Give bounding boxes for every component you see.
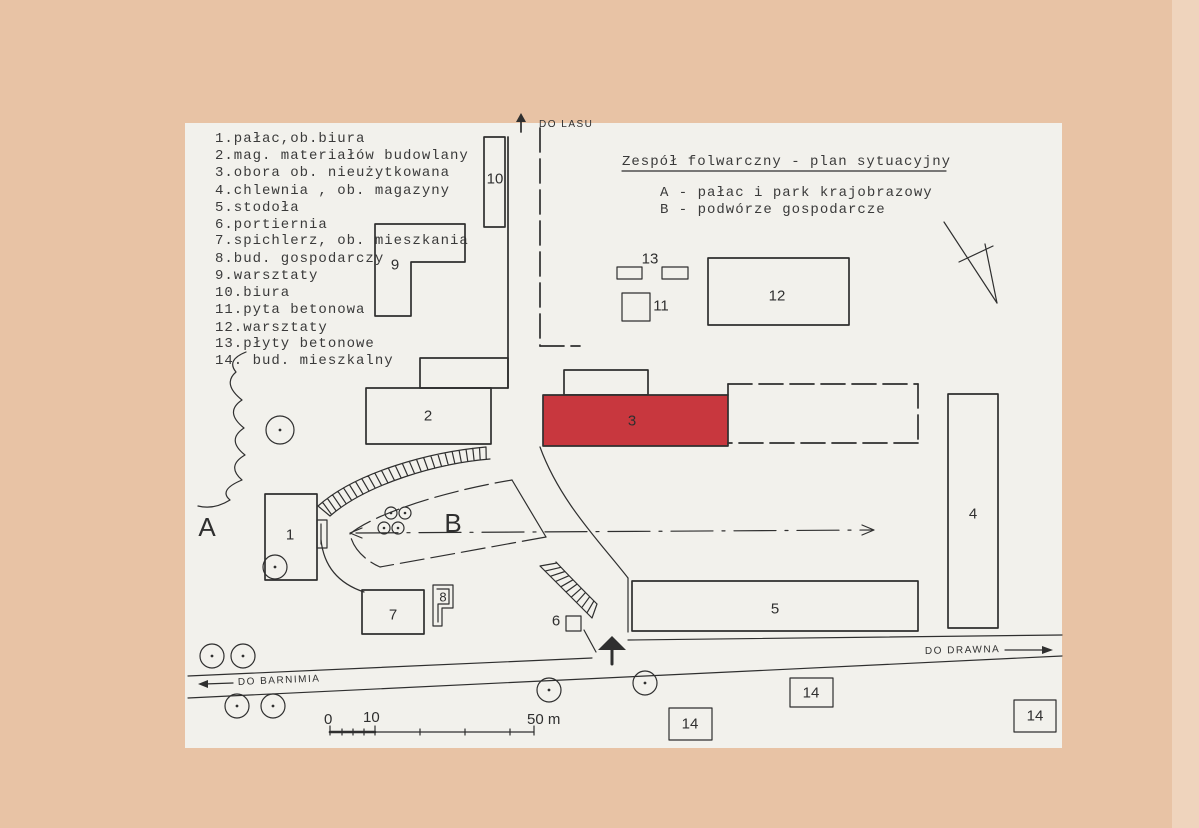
building-number: 14 (1027, 708, 1044, 725)
legend-item: 1.pałac,ob.biura (215, 131, 365, 147)
legend-item: 7.spichlerz, ob. mieszkania (215, 233, 469, 249)
building-number: 14 (682, 716, 699, 733)
building-2: 2 (365, 357, 509, 445)
north-arrow-icon (943, 221, 998, 304)
trees (199, 415, 658, 719)
tree-cluster (377, 506, 412, 535)
courtyard-axis (349, 524, 875, 539)
legend-item: 2.mag. materiałów budowlany (215, 148, 469, 164)
direction-drawno: DO DRAWNA (925, 644, 1053, 657)
dashed-building-outline (727, 383, 919, 444)
tree-icon (230, 643, 256, 669)
building-number: 7 (389, 607, 397, 624)
building-number: 13 (642, 251, 659, 268)
legend-item: 14. bud. mieszkalny (215, 353, 394, 369)
legend-item: 6.portiernia (215, 217, 328, 233)
title-block: Zespół folwarczny - plan sytuacyjny A - … (621, 154, 951, 218)
entrance-arrow-icon (598, 636, 626, 666)
legend-item: 13.płyty betonowe (215, 336, 375, 352)
building-number: 5 (771, 601, 779, 618)
building-14: 14 (668, 707, 713, 741)
cardboard-edge (1172, 0, 1199, 828)
tree-icon (265, 415, 295, 445)
courtyard-road-edge (320, 539, 365, 593)
direction-label-barnim: DO BARNIMIA (238, 673, 321, 688)
legend-item: 12.warsztaty (215, 320, 328, 336)
scale-label-zero: 0 (324, 711, 332, 728)
plan-title: Zespół folwarczny - plan sytuacyjny (622, 154, 951, 170)
zone-b-description: B - podwórze gospodarcze (660, 202, 886, 218)
courtyard-b: B (349, 479, 547, 568)
scale-bar: 0 10 50 m (324, 709, 560, 736)
building-number: 14 (803, 685, 820, 702)
building-5: 5 (631, 580, 919, 632)
legend-item: 11.pyta betonowa (215, 302, 365, 318)
building-10: 10 (483, 136, 506, 228)
legend-item: 9.warsztaty (215, 268, 318, 284)
legend-item: 3.obora ob. nieużytkowana (215, 165, 450, 181)
building-number: 8 (439, 590, 446, 605)
legend: 1.pałac,ob.biura 2.mag. materiałów budow… (215, 131, 469, 369)
building-7: 7 (361, 589, 425, 635)
building-8: 8 (432, 584, 454, 627)
building-13: 13 (616, 251, 689, 280)
building-14: 14 (789, 677, 834, 708)
building-number: 2 (424, 408, 432, 425)
entry-road (539, 446, 629, 653)
zone-letter-a: A (198, 512, 216, 542)
scale-label-fifty: 50 m (527, 711, 560, 728)
park-a: A (197, 351, 247, 542)
tree-icon (262, 554, 288, 580)
building-number: 4 (969, 506, 977, 523)
embankment-hatching (539, 561, 598, 619)
building-9: 9 (374, 223, 466, 317)
building-4: 4 (947, 393, 999, 629)
tree-icon (260, 693, 286, 719)
tree-icon (632, 670, 658, 696)
building-number: 1 (286, 527, 294, 544)
building-number: 3 (628, 413, 636, 430)
building-11: 11 (621, 292, 669, 322)
scale-label-ten: 10 (363, 709, 380, 726)
gate-embankment (539, 561, 598, 619)
direction-barnim: DO BARNIMIA (198, 673, 321, 688)
building-1: 1 (264, 493, 328, 581)
building-14: 14 (1013, 699, 1057, 733)
road-to-forest: DO LASU (507, 113, 593, 389)
legend-item: 8.bud. gospodarczy (215, 251, 384, 267)
tree-icon (199, 643, 225, 669)
building-number: 6 (552, 613, 560, 630)
legend-item: 5.stodoła (215, 200, 300, 216)
direction-label-forest: DO LASU (539, 119, 593, 130)
building-3: 3 (542, 369, 729, 447)
embankment-hatching (317, 446, 491, 517)
zone-a-description: A - pałac i park krajobrazowy (660, 185, 933, 201)
courtyard-road-embankment (317, 446, 491, 517)
main-road: DO DRAWNA DO BARNIMIA (187, 634, 1063, 699)
building-number: 12 (769, 288, 786, 305)
tree-icon (536, 677, 562, 703)
building-number: 11 (653, 298, 669, 315)
legend-item: 4.chlewnia , ob. magazyny (215, 183, 450, 199)
building-number: 9 (391, 257, 399, 274)
building-6: 6 (552, 613, 582, 632)
tree-icon (224, 693, 250, 719)
building-number: 10 (487, 171, 504, 188)
zone-letter-b: B (444, 508, 461, 538)
direction-label-drawno: DO DRAWNA (925, 644, 1001, 657)
building-12: 12 (707, 257, 850, 326)
legend-item: 10.biura (215, 285, 290, 301)
